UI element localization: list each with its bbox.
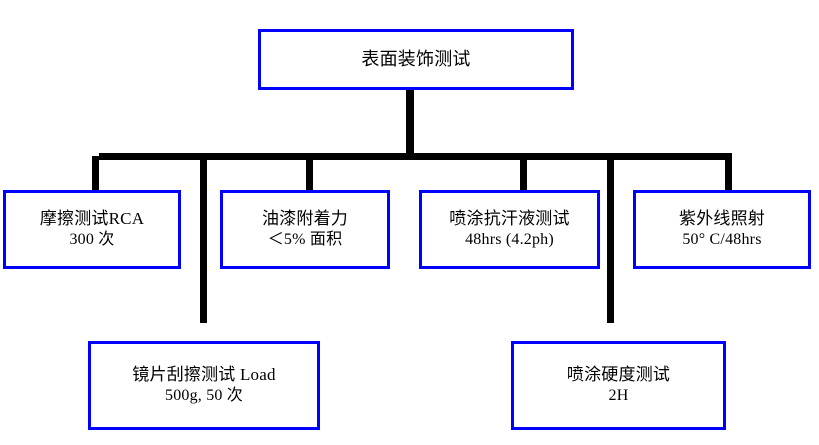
node-coating-hardness-test-line2: 2H — [608, 387, 629, 405]
node-sweat-resistance-test-line1: 喷涂抗汗液测试 — [449, 209, 570, 229]
connector-root-stem — [406, 90, 414, 156]
connector-drop-paint — [306, 156, 313, 192]
node-lens-scratch-test-line1: 镜片刮擦测试 Load — [132, 365, 276, 385]
node-root[interactable]: 表面装饰测试 — [258, 29, 574, 90]
connector-horizontal-trunk — [99, 153, 732, 160]
node-sweat-resistance-test-line2: 48hrs (4.2ph) — [465, 231, 554, 249]
connector-drop-uv — [725, 156, 732, 192]
node-paint-adhesion[interactable]: 油漆附着力 ＜5% 面积 — [220, 190, 390, 269]
connector-drop-lens — [200, 156, 207, 323]
node-friction-test-rca-line1: 摩擦测试RCA — [39, 209, 145, 229]
node-friction-test-rca-line2: 300 次 — [69, 231, 115, 249]
connector-drop-rca — [92, 156, 99, 192]
connector-drop-sweat — [520, 156, 527, 192]
node-paint-adhesion-line1: 油漆附着力 — [262, 209, 348, 229]
node-uv-exposure-line1: 紫外线照射 — [679, 209, 765, 229]
node-root-label: 表面装饰测试 — [361, 48, 471, 69]
node-coating-hardness-test-line1: 喷涂硬度测试 — [566, 365, 671, 385]
node-uv-exposure[interactable]: 紫外线照射 50° C/48hrs — [633, 190, 811, 269]
connector-drop-hardness — [607, 156, 614, 323]
node-lens-scratch-test[interactable]: 镜片刮擦测试 Load 500g, 50 次 — [88, 341, 320, 430]
node-friction-test-rca[interactable]: 摩擦测试RCA 300 次 — [3, 190, 181, 269]
node-coating-hardness-test[interactable]: 喷涂硬度测试 2H — [511, 341, 726, 430]
node-uv-exposure-line2: 50° C/48hrs — [682, 231, 762, 249]
node-sweat-resistance-test[interactable]: 喷涂抗汗液测试 48hrs (4.2ph) — [419, 190, 600, 269]
node-lens-scratch-test-line2: 500g, 50 次 — [165, 387, 243, 405]
node-paint-adhesion-line2: ＜5% 面积 — [267, 231, 343, 249]
